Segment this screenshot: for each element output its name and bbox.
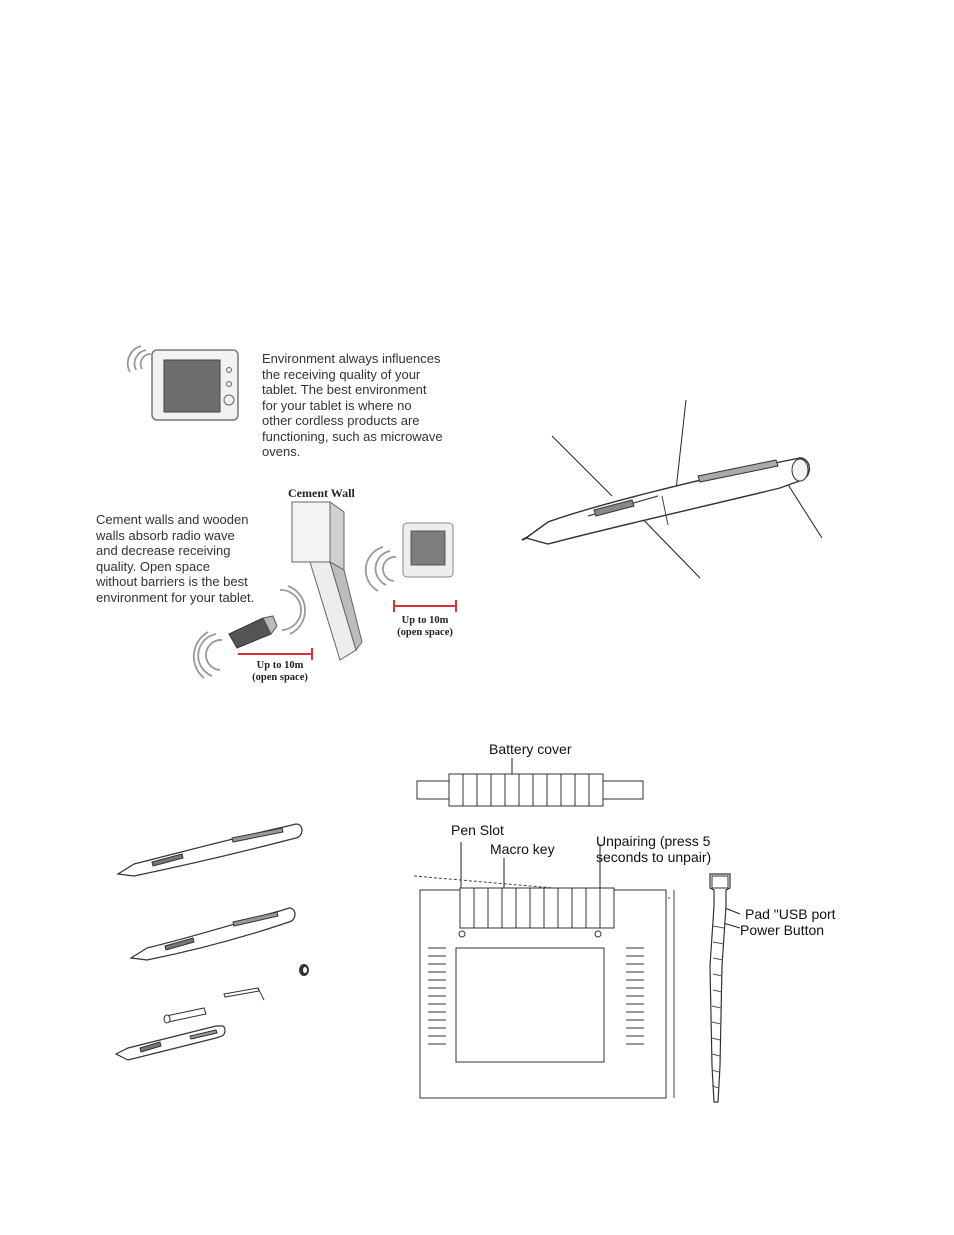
environment-paragraph: Environment always influences the receiv… — [262, 351, 443, 459]
macro-key-label: Macro key — [490, 841, 555, 857]
pen-slot-label: Pen Slot — [451, 822, 504, 838]
pen-illustration — [129, 907, 296, 961]
usb-receiver-icon — [228, 615, 278, 649]
pen-diagram — [521, 399, 823, 579]
walls-paragraph: Cement walls and wooden walls absorb rad… — [96, 512, 255, 605]
range-indicator-right — [393, 600, 457, 612]
tablet-top-view — [413, 842, 675, 1099]
pen-illustration — [114, 1025, 226, 1061]
range-label-right: Up to 10m (open space) — [397, 615, 453, 638]
battery-cover-label: Battery cover — [489, 741, 572, 757]
tablet-device-icon — [402, 522, 454, 578]
cement-wall-label: Cement Wall — [288, 486, 355, 500]
pen-parts-illustration — [163, 987, 265, 1024]
pad-usb-port-label: Pad "USB port — [745, 906, 836, 922]
range-label-left: Up to 10m (open space) — [252, 660, 308, 683]
unpairing-label: Unpairing (press 5 seconds to unpair) — [596, 833, 712, 865]
tablet-side-view — [709, 873, 741, 1103]
cement-wall-illustration — [291, 501, 363, 661]
signal-waves-icon — [279, 585, 306, 635]
range-indicator-left — [238, 648, 313, 660]
tablet-device-icon — [151, 349, 239, 421]
signal-waves-icon — [364, 546, 397, 592]
signal-waves-icon — [126, 345, 152, 373]
signal-waves-icon — [192, 631, 223, 679]
power-button-label: Power Button — [740, 922, 825, 938]
battery-cover-view — [416, 758, 644, 807]
pen-cap-icon — [299, 964, 309, 976]
pen-illustration — [116, 823, 303, 877]
